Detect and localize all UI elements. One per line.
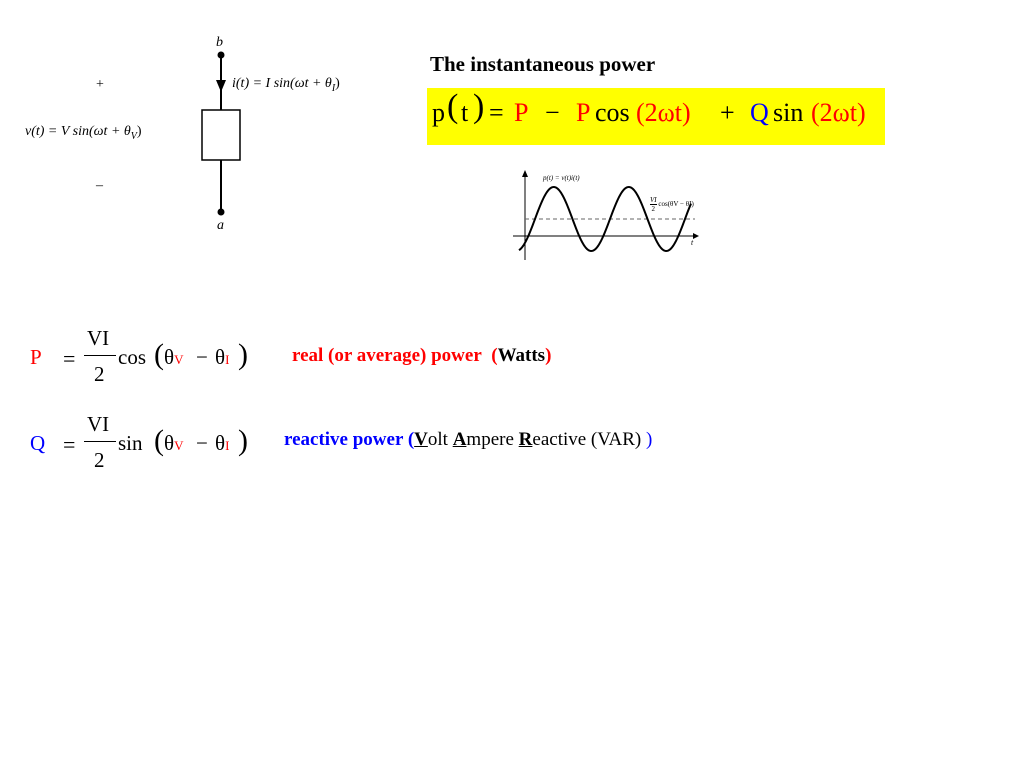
real-power-den: 2 — [94, 362, 105, 386]
circuit-diagram: b a + – i(t) = I sin(ωt + θI) v(t) = V s… — [0, 0, 400, 260]
instantaneous-power-equation: p ( t ) = P − P cos (2ωt) + Q sin (2ωt) — [427, 88, 885, 145]
real-power-theta2: θI — [215, 345, 230, 369]
real-power-paren-open: ( — [154, 338, 164, 371]
eq-sin: sin — [773, 98, 804, 127]
real-power-paren-close: ) — [238, 338, 248, 371]
node-a-label: a — [217, 218, 224, 233]
wave-mid-fn: cos(θ — [658, 200, 674, 209]
reactive-power-theta2: θI — [215, 431, 230, 455]
load-element-box — [201, 109, 241, 161]
power-curve — [518, 186, 692, 252]
reactive-power-fn: sin — [118, 431, 143, 455]
reactive-power-symbol: Q — [30, 431, 46, 455]
y-axis-arrow-icon — [522, 170, 528, 177]
reactive-power-theta1: θV — [164, 431, 184, 455]
eq-lhs-t: t — [461, 98, 469, 127]
minus-sign: – — [96, 178, 103, 193]
eq-Q: Q — [750, 98, 769, 127]
real-power-equals: = — [63, 346, 76, 371]
power-waveform-plot: p(t) = v(t)i(t) VI 2 cos(θV − θI) t — [505, 168, 715, 260]
reactive-power-description: reactive power (Volt Ampere Reactive (VA… — [284, 429, 653, 450]
real-power-theta1: θV — [164, 345, 184, 369]
eq-equals: = — [489, 98, 504, 127]
real-power-fraction-bar — [84, 355, 116, 356]
wave-t-label: t — [691, 238, 694, 247]
wave-label-mid: VI 2 cos(θV − θI) — [650, 196, 694, 213]
reactive-power-den: 2 — [94, 448, 105, 472]
eq-paren-close: ) — [473, 88, 485, 125]
node-b-dot — [217, 51, 225, 59]
reactive-power-minus: − — [196, 431, 208, 455]
real-power-num: VI — [87, 326, 110, 350]
eq-cos-arg: (2ωt) — [636, 98, 691, 127]
eq-P2: P — [576, 98, 591, 127]
eq-lhs-p: p — [432, 98, 445, 127]
eq-cos: cos — [595, 98, 630, 127]
real-power-minus: − — [196, 345, 208, 369]
waveform-svg — [513, 170, 699, 260]
eq-paren-open: ( — [447, 88, 459, 125]
reactive-power-fraction-bar — [84, 441, 116, 442]
reactive-power-paren-close: ) — [238, 424, 248, 457]
current-expression: i(t) = I sin(ωt + θI) — [232, 76, 340, 94]
current-arrow-icon — [216, 80, 226, 92]
eq-P1: P — [514, 98, 529, 127]
real-power-symbol: P — [30, 345, 42, 369]
reactive-power-equals: = — [63, 432, 76, 457]
node-b-label: b — [216, 35, 223, 50]
plus-sign: + — [96, 77, 104, 92]
wave-frac-den: 2 — [651, 205, 656, 213]
voltage-expression: v(t) = V sin(ωt + θV) — [25, 124, 142, 142]
node-a-dot — [217, 208, 225, 216]
eq-plus: + — [720, 98, 735, 127]
reactive-power-paren-open: ( — [154, 424, 164, 457]
x-axis-arrow-icon — [693, 233, 699, 239]
eq-sin-arg: (2ωt) — [811, 98, 866, 127]
wave-mid-tail: V − θ — [673, 200, 690, 209]
real-power-description: real (or average) power (Watts) — [292, 345, 552, 366]
wave-mid-end: I) — [689, 200, 694, 209]
real-power-fn: cos — [118, 345, 146, 369]
page-title: The instantaneous power — [430, 52, 656, 76]
wave-frac-num: VI — [650, 196, 657, 205]
eq-minus: − — [545, 98, 560, 127]
reactive-power-num: VI — [87, 412, 110, 436]
circuit-drawing — [201, 51, 241, 216]
wave-label-top: p(t) = v(t)i(t) — [543, 174, 580, 182]
